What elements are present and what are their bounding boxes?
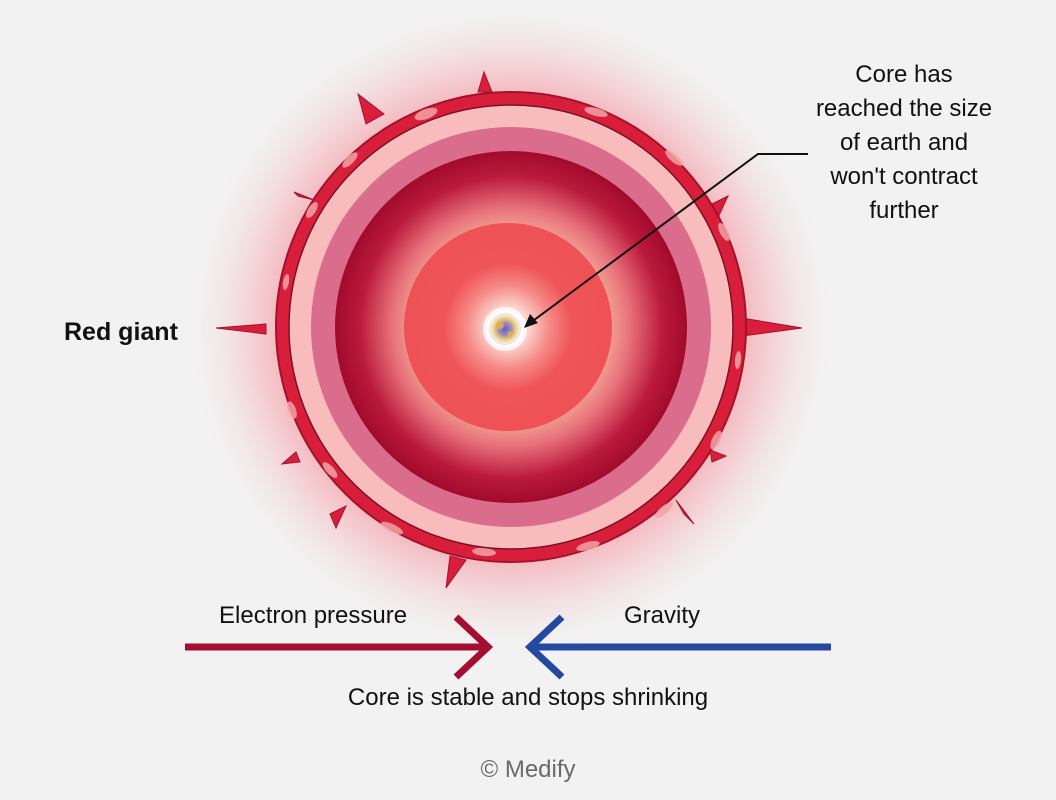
white-dwarf-core-icon — [483, 307, 527, 351]
core-annotation-line: of earth and — [839, 129, 969, 156]
core-annotation-line: won't contract — [830, 163, 978, 190]
red-giant-label: Red giant — [64, 318, 178, 346]
core-leader-line — [525, 153, 808, 327]
gravity-label: Gravity — [624, 602, 701, 629]
leader-arrowhead — [524, 314, 538, 328]
shell-texture — [282, 107, 742, 557]
core-annotation-line: further — [869, 197, 939, 224]
core-annotation-line: reached the size — [815, 95, 993, 122]
gravity-arrow — [524, 614, 831, 680]
core-annotation: Core has reached the size of earth and w… — [790, 58, 1018, 228]
copyright-notice: © Medify — [480, 756, 576, 783]
electron-pressure-arrow — [185, 614, 494, 680]
core-annotation-line: Core has — [855, 61, 953, 88]
electron-pressure-label: Electron pressure — [219, 602, 408, 629]
core-status-caption: Core is stable and stops shrinking — [347, 684, 709, 711]
